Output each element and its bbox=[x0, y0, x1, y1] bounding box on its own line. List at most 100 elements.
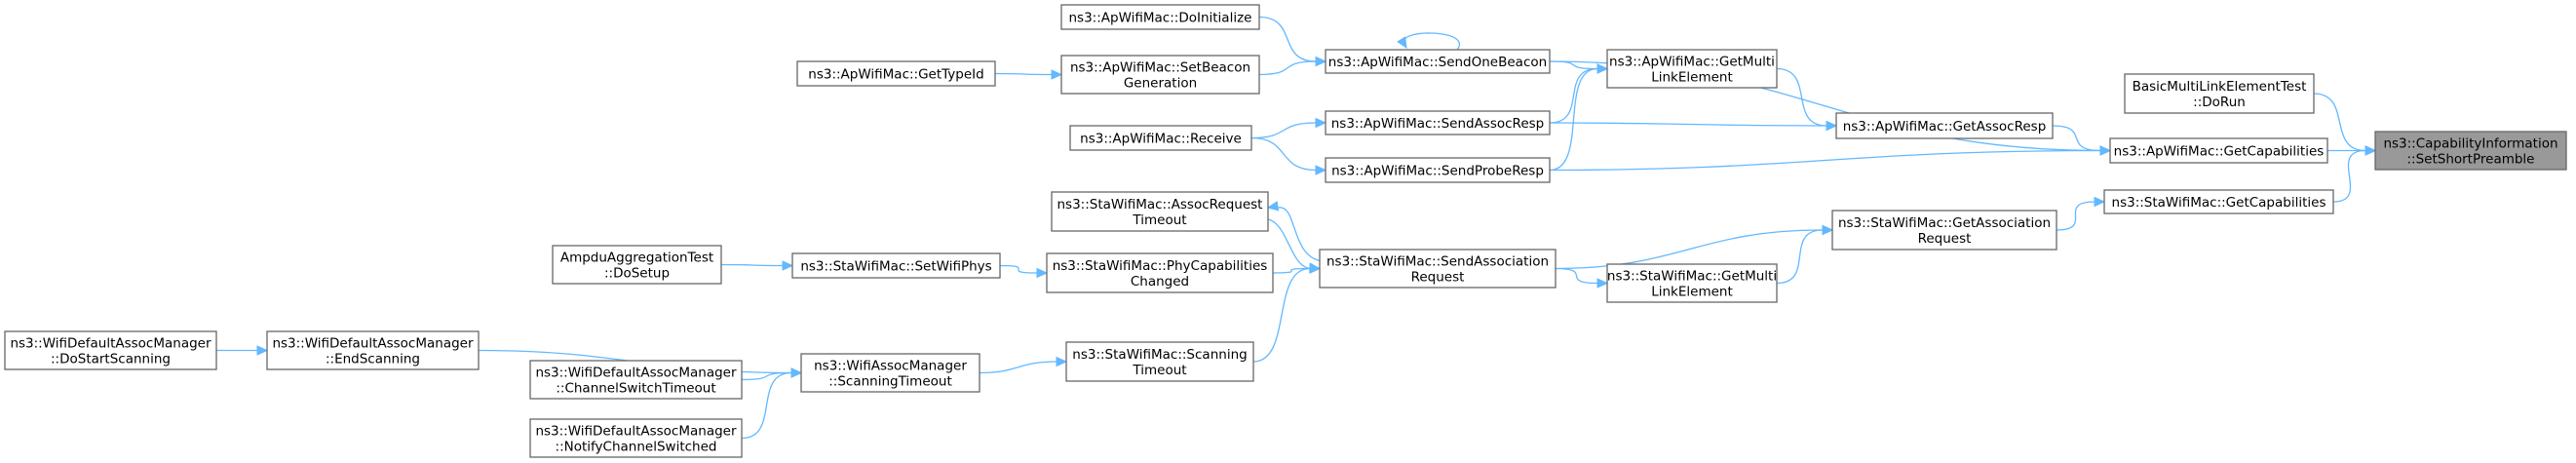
node-box bbox=[1325, 157, 1551, 183]
edge-arrowhead bbox=[2099, 145, 2112, 156]
node-box bbox=[796, 60, 996, 87]
node-box bbox=[1606, 49, 1778, 89]
edge-line bbox=[994, 72, 1053, 76]
edge-line bbox=[1277, 207, 1321, 262]
node-wdam-notifych[interactable]: ns3::WifiDefaultAssocManager::NotifyChan… bbox=[529, 418, 743, 458]
edge-line bbox=[1403, 32, 1461, 51]
node-label-line: ns3::StaWifiMac::GetAssociation bbox=[1838, 215, 2051, 231]
node-ap-getcap[interactable]: ns3::ApWifiMac::GetCapabilities bbox=[2109, 137, 2328, 164]
edge-arrowhead bbox=[256, 345, 269, 356]
node-ap-gettypeid[interactable]: ns3::ApWifiMac::GetTypeId bbox=[796, 60, 996, 87]
node-box bbox=[2124, 73, 2315, 114]
node-ap-getassocresp[interactable]: ns3::ApWifiMac::GetAssocResp bbox=[1835, 112, 2054, 139]
node-label-line: ns3::WifiDefaultAssocManager bbox=[272, 336, 474, 352]
node-label-line: Timeout bbox=[1132, 212, 1186, 228]
node-box bbox=[1319, 249, 1557, 289]
node-label-line: ns3::ApWifiMac::SetBeacon bbox=[1070, 60, 1250, 76]
edge-ap_receive-to-ap_sendproberesp bbox=[1250, 136, 1327, 175]
node-label-line: ns3::WifiDefaultAssocManager bbox=[10, 336, 211, 352]
node-basicmle[interactable]: BasicMultiLinkElementTest::DoRun bbox=[2124, 73, 2315, 114]
node-label-line: ns3::StaWifiMac::AssocRequest bbox=[1057, 197, 1263, 212]
node-box bbox=[266, 330, 480, 370]
node-box bbox=[2103, 189, 2334, 214]
node-ap-sendproberesp[interactable]: ns3::ApWifiMac::SendProbeResp bbox=[1325, 157, 1551, 183]
edge-line bbox=[1267, 218, 1311, 270]
node-label-line: ns3::WifiAssocManager bbox=[814, 359, 967, 374]
edge-sta_getassocreq-to-sta_getcap bbox=[2056, 196, 2106, 231]
edge-ap_sendassocresp-to-ap_getassocresp bbox=[1549, 120, 1838, 132]
node-box bbox=[1606, 263, 1778, 303]
node-label-line: ns3::StaWifiMac::PhyCapabilities bbox=[1053, 258, 1268, 274]
node-label-line: ::DoRun bbox=[2193, 95, 2246, 110]
node-label-line: ::DoSetup bbox=[604, 266, 670, 282]
edge-arrowhead bbox=[1596, 278, 1609, 289]
node-ap-receive[interactable]: ns3::ApWifiMac::Receive bbox=[1069, 125, 1252, 151]
node-box bbox=[1051, 191, 1269, 232]
node-wdam-endscan[interactable]: ns3::WifiDefaultAssocManager::EndScannin… bbox=[266, 330, 480, 370]
nodes-layer: ns3::CapabilityInformation::SetShortPrea… bbox=[4, 4, 2567, 458]
edge-arrowhead bbox=[1051, 69, 1063, 80]
node-sta-getcap[interactable]: ns3::StaWifiMac::GetCapabilities bbox=[2103, 189, 2334, 214]
edge-arrowhead bbox=[1036, 267, 1049, 279]
edge-ap_gettypeid-to-ap_setbeacongen bbox=[994, 69, 1063, 80]
edge-arrowhead bbox=[1315, 117, 1327, 129]
node-label-line: ns3::StaWifiMac::GetMulti bbox=[1607, 269, 1777, 285]
node-root[interactable]: ns3::CapabilityInformation::SetShortPrea… bbox=[2374, 131, 2567, 171]
node-wdam-dostartscan[interactable]: ns3::WifiDefaultAssocManager::DoStartSca… bbox=[4, 330, 217, 370]
edge-arrowhead bbox=[1056, 356, 1068, 367]
edges-layer bbox=[215, 16, 2377, 440]
node-label-line: ns3::ApWifiMac::GetMulti bbox=[1609, 55, 1775, 70]
node-box bbox=[1069, 125, 1252, 151]
edge-arrowhead bbox=[1309, 263, 1322, 274]
edge-ap_receive-to-ap_sendassocresp bbox=[1250, 117, 1327, 139]
node-label-line: AmpduAggregationTest bbox=[560, 251, 713, 266]
edge-wam_scantimeout-to-sta_scantimeout bbox=[979, 356, 1068, 374]
node-label-line: ns3::StaWifiMac::SendAssociation bbox=[1326, 254, 1549, 270]
node-box bbox=[529, 360, 743, 400]
node-box bbox=[1046, 252, 1274, 293]
node-label-line: ns3::CapabilityInformation bbox=[2383, 136, 2557, 152]
edge-arrowhead bbox=[1822, 224, 1834, 236]
node-sta-setwifiphys[interactable]: ns3::StaWifiMac::SetWifiPhys bbox=[791, 252, 1001, 279]
node-box bbox=[4, 330, 217, 370]
node-box bbox=[2109, 137, 2328, 164]
node-label-line: ::EndScanning bbox=[326, 352, 420, 367]
edge-arrowhead bbox=[790, 367, 803, 378]
edge-sta_sendassocreq-to-sta_assocreqtimeout bbox=[1266, 201, 1321, 262]
node-box bbox=[1060, 4, 1260, 30]
edge-line bbox=[1776, 229, 1824, 285]
node-ap-sendonebeacon[interactable]: ns3::ApWifiMac::SendOneBeacon bbox=[1325, 49, 1551, 74]
node-label-line: ns3::ApWifiMac::GetAssocResp bbox=[1843, 119, 2047, 135]
node-label-line: Request bbox=[1411, 270, 1465, 286]
node-label-line: ::ScanningTimeout bbox=[828, 374, 952, 390]
node-label-line: ::DoStartScanning bbox=[51, 352, 171, 367]
node-label-line: Generation bbox=[1124, 76, 1197, 92]
edge-line bbox=[2052, 125, 2101, 152]
node-label-line: ns3::ApWifiMac::Receive bbox=[1080, 132, 1242, 147]
node-ap-doinit[interactable]: ns3::ApWifiMac::DoInitialize bbox=[1060, 4, 1260, 30]
edge-line bbox=[2313, 93, 2366, 152]
edge-line bbox=[741, 371, 792, 381]
edge-line bbox=[1555, 229, 1824, 270]
edge-line bbox=[1549, 122, 1827, 127]
node-sta-scantimeout[interactable]: ns3::StaWifiMac::ScanningTimeout bbox=[1065, 341, 1254, 382]
edge-ap_sendproberesp-to-ap_getmle bbox=[1549, 63, 1609, 172]
node-label-line: ns3::ApWifiMac::SendProbeResp bbox=[1331, 164, 1544, 179]
node-ap-sendassocresp[interactable]: ns3::ApWifiMac::SendAssocResp bbox=[1325, 110, 1551, 135]
node-box bbox=[1060, 55, 1260, 95]
node-label-line: Changed bbox=[1131, 274, 1189, 289]
node-ampdu-dosetup[interactable]: AmpduAggregationTest::DoSetup bbox=[552, 245, 722, 285]
edge-line bbox=[1549, 67, 1598, 172]
node-box bbox=[791, 252, 1001, 279]
edge-ampdu_dosetup-to-sta_setwifiphys bbox=[720, 260, 794, 271]
node-wdam-chswtimeout[interactable]: ns3::WifiDefaultAssocManager::ChannelSwi… bbox=[529, 360, 743, 400]
node-box bbox=[2374, 131, 2567, 171]
node-wam-scantimeout[interactable]: ns3::WifiAssocManager::ScanningTimeout bbox=[800, 353, 980, 393]
